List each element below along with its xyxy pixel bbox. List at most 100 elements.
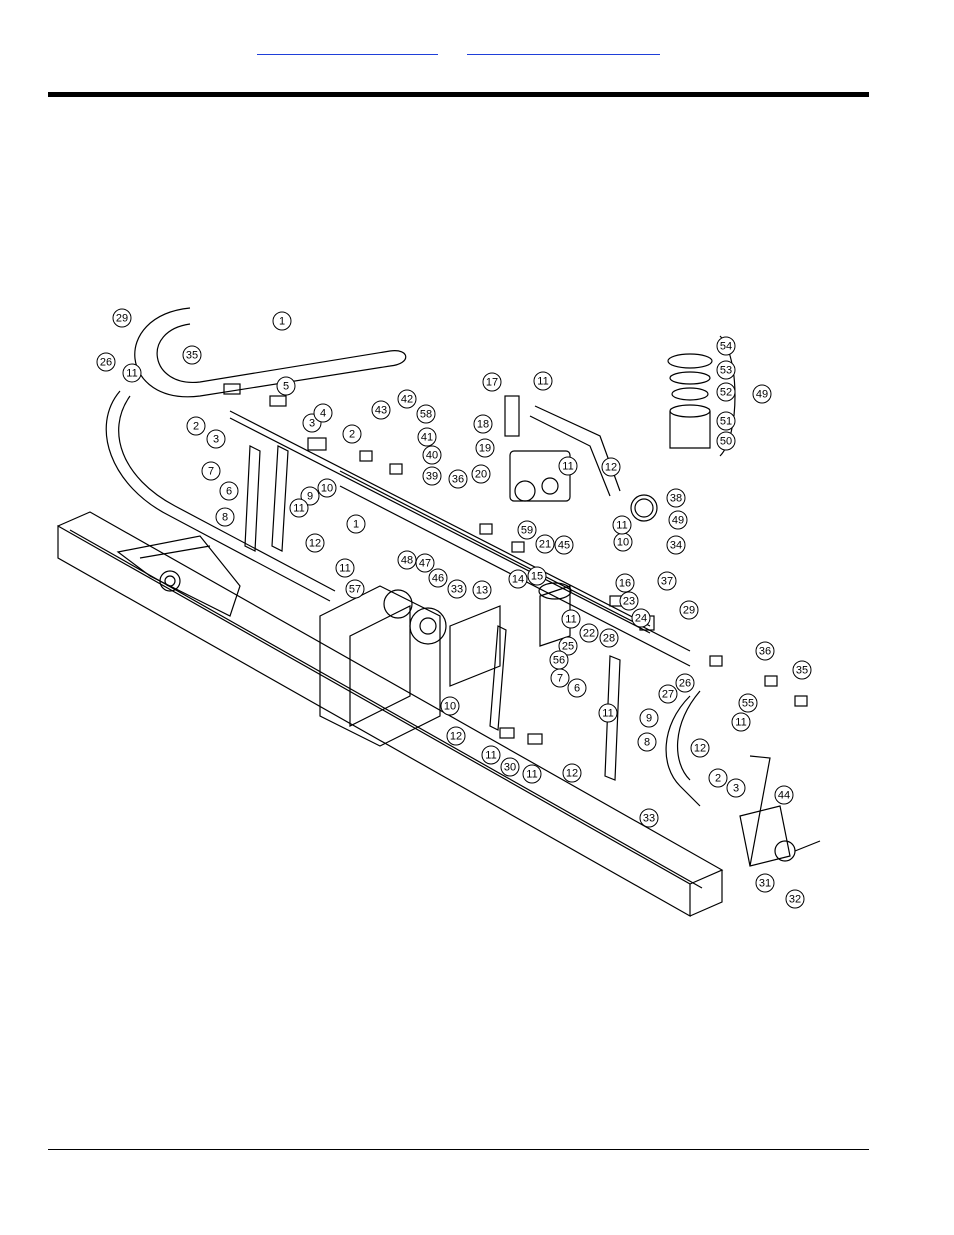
callout-38: 38: [666, 488, 686, 508]
callout-35-2: 35: [792, 660, 812, 680]
callout-label: 42: [401, 394, 413, 406]
callout-label: 35: [186, 350, 198, 362]
callout-49: 49: [668, 510, 688, 530]
callout-label: 36: [452, 474, 464, 486]
callout-label: 3: [213, 434, 219, 446]
callout-label: 11: [616, 520, 627, 532]
callout-label: 50: [720, 436, 732, 448]
callout-2-2: 2: [342, 424, 362, 444]
callout-label: 11: [602, 708, 613, 720]
callout-label: 48: [401, 555, 413, 567]
callout-label: 31: [759, 878, 771, 890]
callout-label: 24: [635, 613, 647, 625]
callout-label: 11: [735, 717, 746, 729]
callout-label: 11: [293, 503, 304, 515]
callout-label: 40: [426, 450, 438, 462]
callout-label: 2: [349, 429, 355, 441]
callout-36: 36: [448, 469, 468, 489]
callout-label: 56: [553, 655, 565, 667]
callout-label: 1: [279, 316, 285, 328]
callout-35: 35: [182, 345, 202, 365]
callout-label: 23: [623, 596, 635, 608]
callout-label: 6: [226, 486, 232, 498]
callout-label: 11: [485, 750, 496, 762]
callout-19: 19: [475, 438, 495, 458]
callout-9: 9: [300, 486, 320, 506]
callout-42: 42: [397, 389, 417, 409]
callout-label: 46: [432, 573, 444, 585]
callout-label: 17: [486, 377, 498, 389]
callout-label: 35: [796, 665, 808, 677]
callout-label: 7: [208, 466, 214, 478]
valve-assembly: [504, 395, 571, 502]
callout-label: 16: [619, 578, 631, 590]
callout-label: 51: [720, 416, 732, 428]
callout-37: 37: [657, 571, 677, 591]
callout-10-2: 10: [613, 532, 633, 552]
callout-11-10: 11: [731, 712, 751, 732]
callout-34: 34: [666, 535, 686, 555]
callout-31: 31: [755, 873, 775, 893]
callout-21: 21: [535, 534, 555, 554]
callout-label: 57: [349, 584, 361, 596]
callout-12-3: 12: [446, 726, 466, 746]
callout-label: 8: [222, 512, 228, 524]
callout-29-2: 29: [679, 600, 699, 620]
callout-label: 12: [605, 462, 617, 474]
callout-label: 10: [321, 483, 333, 495]
callout-label: 33: [451, 584, 463, 596]
callout-51: 51: [716, 411, 736, 431]
callout-label: 43: [375, 405, 387, 417]
header-link-2[interactable]: [467, 40, 660, 55]
callout-label: 26: [100, 357, 112, 369]
callout-27: 27: [658, 684, 678, 704]
callout-label: 33: [643, 813, 655, 825]
callout-label: 22: [583, 628, 595, 640]
callout-label: 1: [353, 519, 359, 531]
callout-53: 53: [716, 360, 736, 380]
callout-label: 18: [477, 419, 489, 431]
callout-label: 12: [694, 743, 706, 755]
callout-label: 34: [670, 540, 682, 552]
callout-22: 22: [579, 623, 599, 643]
callout-8-2: 8: [637, 732, 657, 752]
callout-12-2: 12: [601, 457, 621, 477]
callout-label: 39: [426, 471, 438, 483]
callout-3: 3: [206, 429, 226, 449]
callout-label: 2: [715, 773, 721, 785]
callout-label: 53: [720, 365, 732, 377]
header-link-1[interactable]: [257, 40, 438, 55]
callout-label: 45: [558, 540, 570, 552]
callout-23: 23: [619, 591, 639, 611]
callout-label: 3: [309, 418, 315, 430]
callout-label: 49: [672, 515, 684, 527]
callout-59: 59: [517, 520, 537, 540]
callout-label: 54: [720, 341, 732, 353]
callout-32: 32: [785, 889, 805, 909]
callout-label: 11: [526, 769, 537, 781]
callout-label: 13: [476, 585, 488, 597]
callout-24: 24: [631, 608, 651, 628]
callout-label: 15: [531, 571, 543, 583]
callout-11-11: 11: [522, 764, 542, 784]
callout-label: 20: [475, 469, 487, 481]
callout-54: 54: [716, 336, 736, 356]
callout-1-2: 1: [346, 514, 366, 534]
callout-45: 45: [554, 535, 574, 555]
callout-43: 43: [371, 400, 391, 420]
callout-label: 2: [193, 421, 199, 433]
callout-12: 12: [305, 533, 325, 553]
callout-49-2: 49: [752, 384, 772, 404]
callout-label: 21: [539, 539, 551, 551]
callout-label: 11: [562, 461, 573, 473]
callout-44: 44: [774, 785, 794, 805]
callout-label: 29: [116, 313, 128, 325]
callout-41: 41: [417, 427, 437, 447]
callout-25: 25: [558, 636, 578, 656]
callout-17: 17: [482, 372, 502, 392]
callout-label: 12: [450, 731, 462, 743]
callout-15: 15: [527, 566, 547, 586]
callout-label: 5: [283, 381, 289, 393]
callout-label: 55: [742, 698, 754, 710]
